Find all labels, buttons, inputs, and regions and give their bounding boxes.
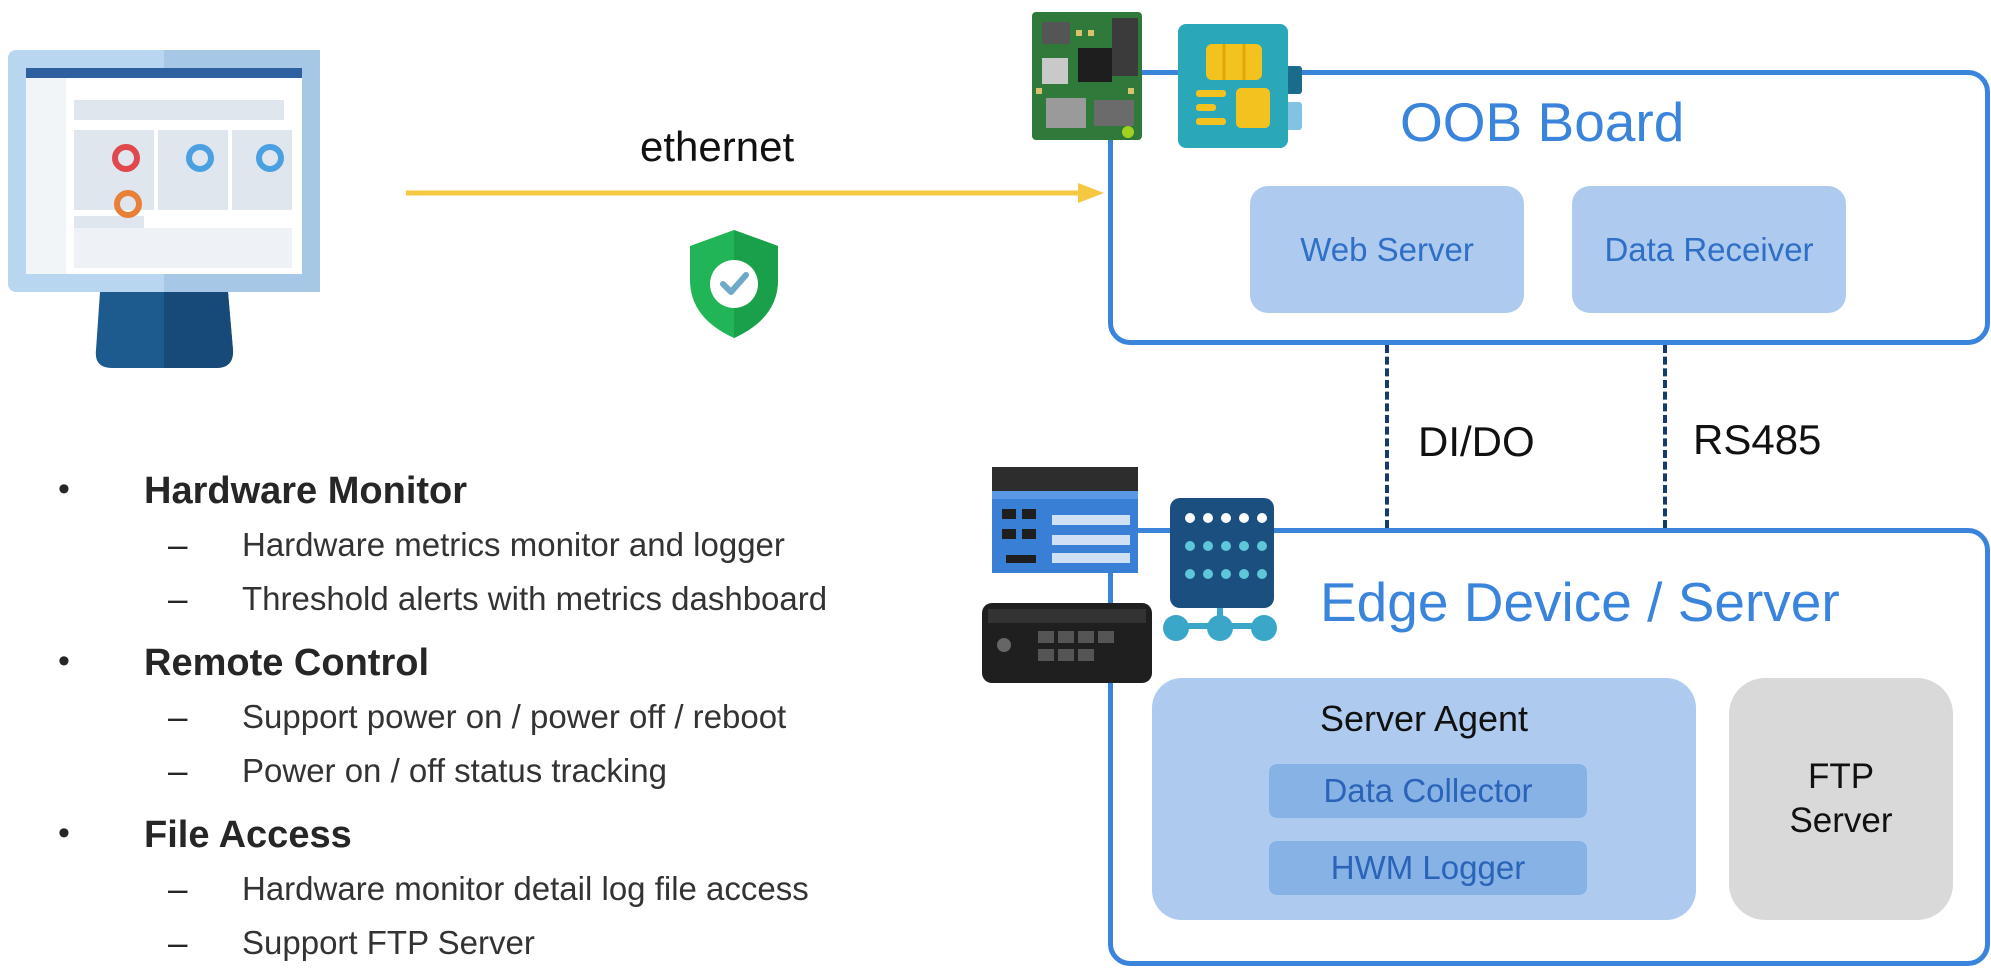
server-agent-label: Server Agent (1319, 698, 1529, 739)
feature-heading-file-access: • File Access (58, 814, 938, 860)
di-do-label: DI/DO (1418, 418, 1535, 465)
feature-item: – Threshold alerts with metrics dashboar… (58, 570, 938, 624)
feature-item: – Support FTP Server (58, 914, 938, 968)
ftp-server-box: FTP Server (1729, 678, 1953, 920)
circuit-board-icon (1028, 8, 1148, 151)
oob-board-title: OOB Board (1400, 91, 1685, 153)
data-collector-component: Data Collector (1269, 764, 1587, 818)
dash-marker: – (168, 924, 188, 963)
feature-item-text: Hardware monitor detail log file access (242, 870, 809, 907)
edge-device-title: Edge Device / Server (1320, 571, 1840, 633)
feature-list: • Hardware Monitor – Hardware metrics mo… (58, 470, 938, 968)
feature-item: – Hardware metrics monitor and logger (58, 516, 938, 570)
feature-item-text: Threshold alerts with metrics dashboard (242, 580, 828, 617)
dash-marker: – (168, 698, 188, 737)
feature-item-text: Support power on / power off / reboot (242, 698, 787, 735)
monitor-icon (8, 50, 323, 375)
feature-heading-hardware-monitor: • Hardware Monitor (58, 470, 938, 516)
data-receiver-module: Data Receiver (1572, 186, 1846, 313)
rs485-label: RS485 (1693, 416, 1822, 463)
server-hardware-icon (982, 455, 1158, 696)
network-grid-icon (1162, 496, 1280, 651)
dash-marker: – (168, 870, 188, 909)
ethernet-label: ethernet (640, 123, 795, 170)
hwm-logger-component: HWM Logger (1269, 841, 1587, 895)
dash-marker: – (168, 526, 188, 565)
feature-item: – Hardware monitor detail log file acces… (58, 860, 938, 914)
di-do-link-line (1385, 345, 1389, 528)
bullet-marker: • (58, 814, 70, 852)
bullet-marker: • (58, 470, 70, 508)
ethernet-arrow (406, 180, 1106, 211)
feature-item: – Power on / off status tracking (58, 742, 938, 796)
ftp-server-label-line2: Server (1789, 801, 1893, 840)
feature-item: – Support power on / power off / reboot (58, 688, 938, 742)
feature-heading-text: Hardware Monitor (144, 470, 468, 512)
dash-marker: – (168, 752, 188, 791)
dash-marker: – (168, 580, 188, 619)
chip-card-icon (1178, 24, 1308, 155)
feature-heading-text: File Access (144, 814, 352, 856)
rs485-link-line (1663, 345, 1667, 528)
web-server-module: Web Server (1250, 186, 1524, 313)
feature-item-text: Power on / off status tracking (242, 752, 667, 789)
bullet-marker: • (58, 642, 70, 680)
ftp-server-label-line1: FTP (1807, 757, 1875, 797)
shield-check-icon (686, 228, 782, 345)
feature-item-text: Support FTP Server (242, 924, 535, 961)
feature-item-text: Hardware metrics monitor and logger (242, 526, 785, 563)
feature-heading-remote-control: • Remote Control (58, 642, 938, 688)
feature-heading-text: Remote Control (144, 642, 429, 684)
